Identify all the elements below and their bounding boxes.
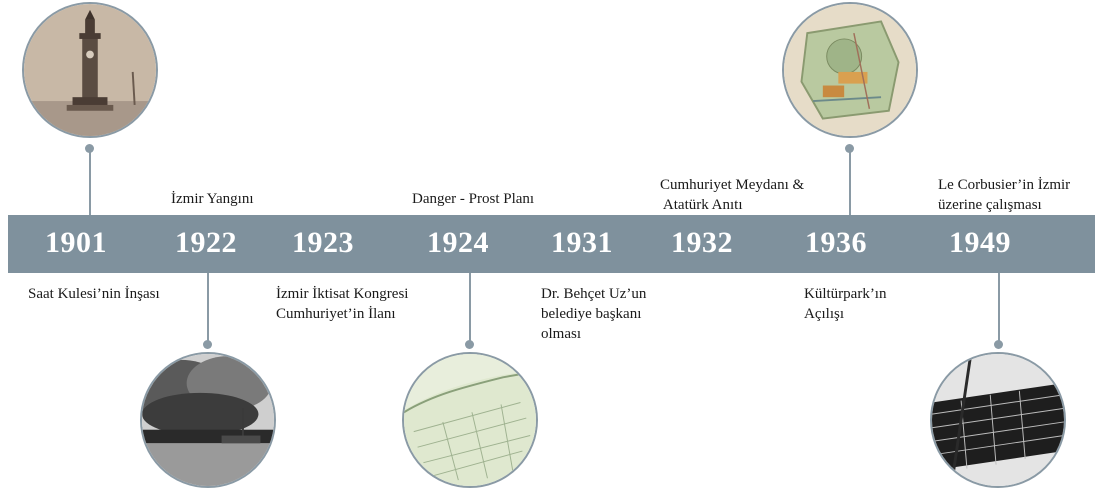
connector-dot-1922 xyxy=(203,340,212,349)
clock-tower-icon xyxy=(24,4,156,136)
connector-1936 xyxy=(849,150,851,215)
connector-1922 xyxy=(207,273,209,343)
connector-dot-1936 xyxy=(845,144,854,153)
le-corbusier-izmir-plan xyxy=(930,352,1066,488)
city-map-icon xyxy=(404,354,536,486)
izmir-fire-photo xyxy=(140,352,276,488)
connector-dot-1949 xyxy=(994,340,1003,349)
event-label-1924: Danger - Prost Planı xyxy=(412,191,535,207)
year-1923: 1923 xyxy=(292,226,354,259)
connector-dot-1901 xyxy=(85,144,94,153)
danger-prost-plan-map xyxy=(402,352,538,488)
year-1949: 1949 xyxy=(949,226,1011,259)
connector-dot-1924 xyxy=(465,340,474,349)
event-label-1923: İzmir İktisat Kongresi Cumhuriyet’in İla… xyxy=(276,286,409,322)
connector-1949 xyxy=(998,273,1000,343)
event-label-1936: Kültürpark’ın Açılışı xyxy=(804,286,887,322)
event-label-1932: Cumhuriyet Meydanı & Atatürk Anıtı xyxy=(660,177,805,213)
year-1931: 1931 xyxy=(551,226,613,259)
fire-smoke-icon xyxy=(142,354,274,486)
clock-tower-photo xyxy=(22,2,158,138)
event-label-1949: Le Corbusier’in İzmir üzerine çalışması xyxy=(938,177,1071,213)
year-1924: 1924 xyxy=(427,226,489,259)
connector-1901 xyxy=(89,150,91,215)
event-label-1901: Saat Kulesi’nin İnşası xyxy=(28,286,160,302)
year-1936: 1936 xyxy=(805,226,867,259)
year-1922: 1922 xyxy=(175,226,237,259)
timeline-band xyxy=(8,215,1095,273)
urban-plan-icon xyxy=(932,354,1064,486)
year-1932: 1932 xyxy=(671,226,733,259)
kulturpark-plan xyxy=(782,2,918,138)
event-label-1931: Dr. Behçet Uz’un belediye başkanı olması xyxy=(541,286,647,342)
year-1901: 1901 xyxy=(45,226,107,259)
connector-1924 xyxy=(469,273,471,343)
event-label-1922: İzmir Yangını xyxy=(171,191,254,207)
park-plan-icon xyxy=(784,4,916,136)
